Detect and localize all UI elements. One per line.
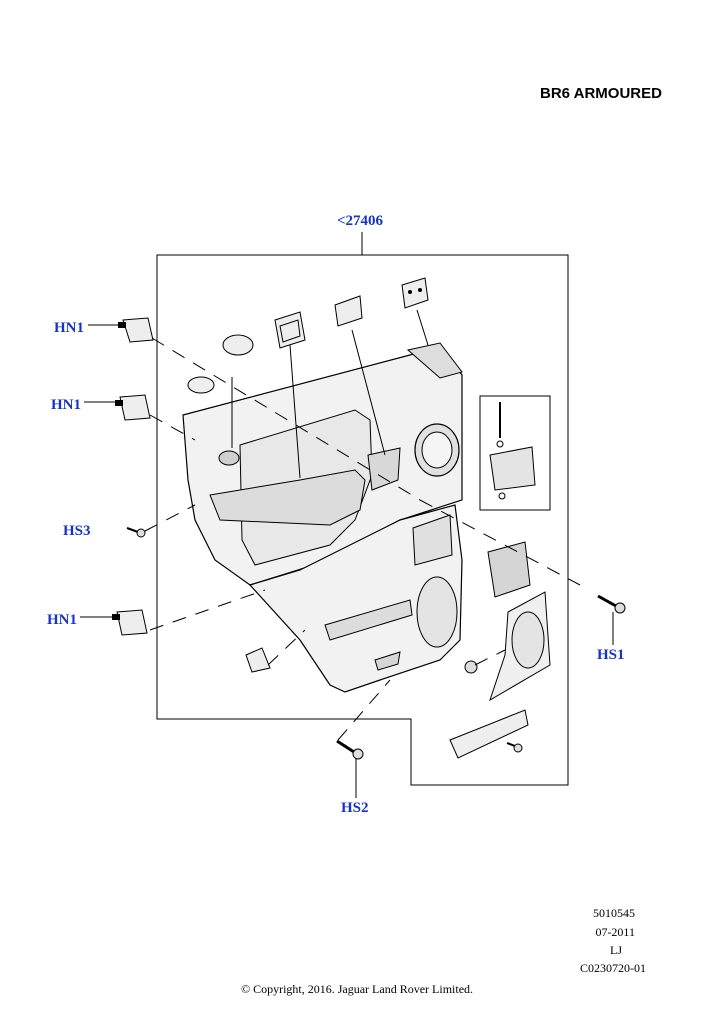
callout-hs1[interactable]: HS1 <box>597 647 625 663</box>
illustrator-initials: LJ <box>610 943 622 957</box>
clip-fastener-lower <box>112 609 148 636</box>
grommet-small <box>464 660 478 674</box>
door-handle <box>489 402 536 500</box>
lower-trim-panel <box>248 504 463 693</box>
handle-inset-box <box>479 395 551 511</box>
clip-fastener-middle <box>115 394 151 421</box>
assembly-boundary <box>156 254 569 786</box>
copyright: © Copyright, 2016. Jaguar Land Rover Lim… <box>240 982 474 996</box>
leader-lines <box>80 309 614 798</box>
callout-hn1-top[interactable]: HN1 <box>54 320 84 336</box>
dashed-assembly-lines <box>144 337 581 741</box>
bracket-left <box>274 311 306 349</box>
bracket-middle <box>334 295 363 327</box>
cover-cap <box>222 334 254 356</box>
lower-bracket <box>449 709 529 759</box>
screw-small <box>506 742 523 753</box>
screw-hs1 <box>597 594 626 614</box>
push-clip <box>245 647 271 673</box>
illustration-date: 07-2011 <box>595 925 635 939</box>
illustration-number: 5010545 <box>593 906 635 920</box>
parent-reference-callout[interactable]: <27406 <box>337 213 384 229</box>
callout-hs2[interactable]: HS2 <box>341 800 369 816</box>
bracket-right <box>401 277 429 309</box>
heading: BR6 ARMOURED <box>540 85 662 102</box>
callout-hs3[interactable]: HS3 <box>63 523 91 539</box>
drawing-code: C0230720-01 <box>580 961 646 975</box>
clip-fastener-upper <box>118 317 154 343</box>
speaker-grille <box>489 591 551 702</box>
grommet <box>187 376 215 394</box>
callout-hn1-low[interactable]: HN1 <box>47 612 77 628</box>
speaker-housing <box>487 541 531 598</box>
door-trim-panel <box>182 342 463 586</box>
screw-hs2 <box>336 739 364 760</box>
screw-hs3 <box>126 527 146 538</box>
callout-hn1-middle[interactable]: HN1 <box>51 397 81 413</box>
